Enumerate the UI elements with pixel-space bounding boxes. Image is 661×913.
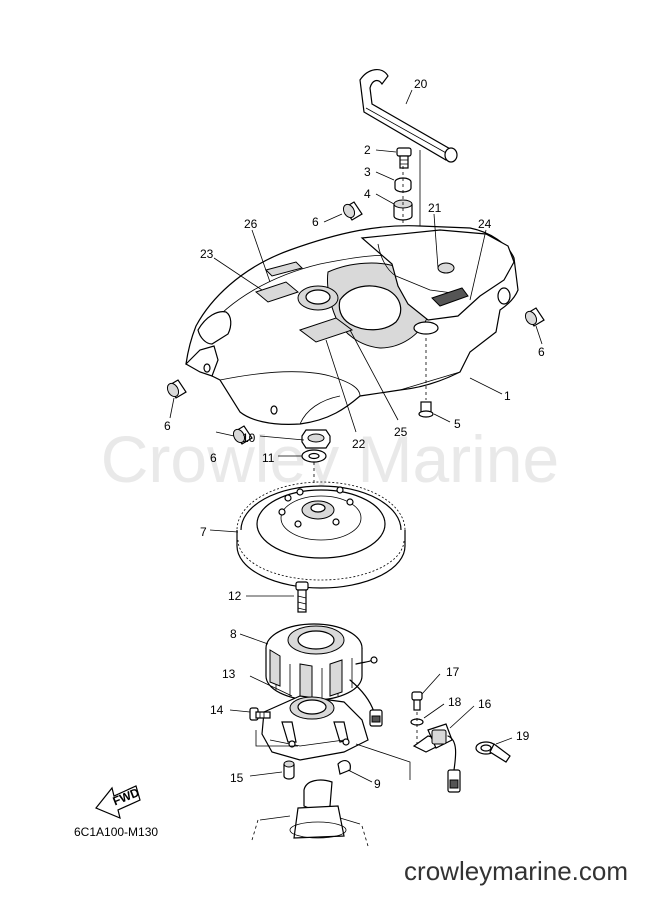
callout-1: 1 xyxy=(504,389,511,403)
callout-10: 10 xyxy=(242,431,256,445)
callout-6-left: 6 xyxy=(164,419,171,433)
callout-13: 13 xyxy=(222,667,236,681)
part-19-clamp xyxy=(475,741,511,763)
callout-11: 11 xyxy=(262,451,275,465)
callouts: 20 2 3 4 6 21 24 26 23 6 6 1 5 25 22 10 … xyxy=(164,77,545,791)
callout-22: 22 xyxy=(352,437,366,451)
callout-8: 8 xyxy=(230,627,237,641)
part-1-flywheel-cover xyxy=(185,225,519,425)
callout-18: 18 xyxy=(448,695,462,709)
callout-2: 2 xyxy=(364,143,371,157)
callout-14: 14 xyxy=(210,703,224,717)
part-17-bolt xyxy=(411,691,423,711)
part-12-bolt xyxy=(295,581,309,613)
watermark: Crowley Marine xyxy=(101,422,559,496)
callout-3: 3 xyxy=(364,165,371,179)
callout-23: 23 xyxy=(200,247,214,261)
callout-21: 21 xyxy=(428,201,442,215)
part-6-grommet-top xyxy=(342,201,363,221)
fwd-arrow: FWD xyxy=(95,785,142,820)
callout-19: 19 xyxy=(516,729,530,743)
callout-6-right: 6 xyxy=(538,345,545,359)
callout-5: 5 xyxy=(454,417,461,431)
part-8-stator xyxy=(265,623,383,727)
part-11-washer xyxy=(301,449,327,463)
leader-lines xyxy=(169,89,543,783)
part-16-pulser-coil xyxy=(412,723,461,793)
callout-7: 7 xyxy=(200,525,207,539)
callout-25: 25 xyxy=(394,425,408,439)
callout-24: 24 xyxy=(478,217,492,231)
part-10-nut xyxy=(301,429,331,449)
diagram-code: 6C1A100-M130 xyxy=(74,825,158,839)
callout-12: 12 xyxy=(228,589,242,603)
footer-site: crowleymarine.com xyxy=(404,856,628,886)
callout-17: 17 xyxy=(446,665,460,679)
callout-9: 9 xyxy=(374,777,381,791)
part-5-bolt xyxy=(418,401,434,418)
part-13-base xyxy=(261,695,369,761)
part-7-flywheel xyxy=(236,481,406,589)
callout-6-lower: 6 xyxy=(210,451,217,465)
callout-16: 16 xyxy=(478,697,492,711)
part-6-grommet-right xyxy=(524,307,545,327)
part-2-bolt xyxy=(396,147,412,169)
callout-4: 4 xyxy=(364,187,371,201)
part-9-key xyxy=(337,760,351,775)
part-6-grommet-left xyxy=(166,379,187,399)
crankshaft xyxy=(251,779,369,847)
callout-26: 26 xyxy=(244,217,258,231)
callout-6: 6 xyxy=(312,215,319,229)
part-15-dowel xyxy=(283,760,295,780)
part-14-bolt xyxy=(249,707,271,721)
part-6-grommet-lower xyxy=(232,425,253,445)
callout-15: 15 xyxy=(230,771,244,785)
part-20-hose xyxy=(359,69,458,163)
callout-20: 20 xyxy=(414,77,428,91)
